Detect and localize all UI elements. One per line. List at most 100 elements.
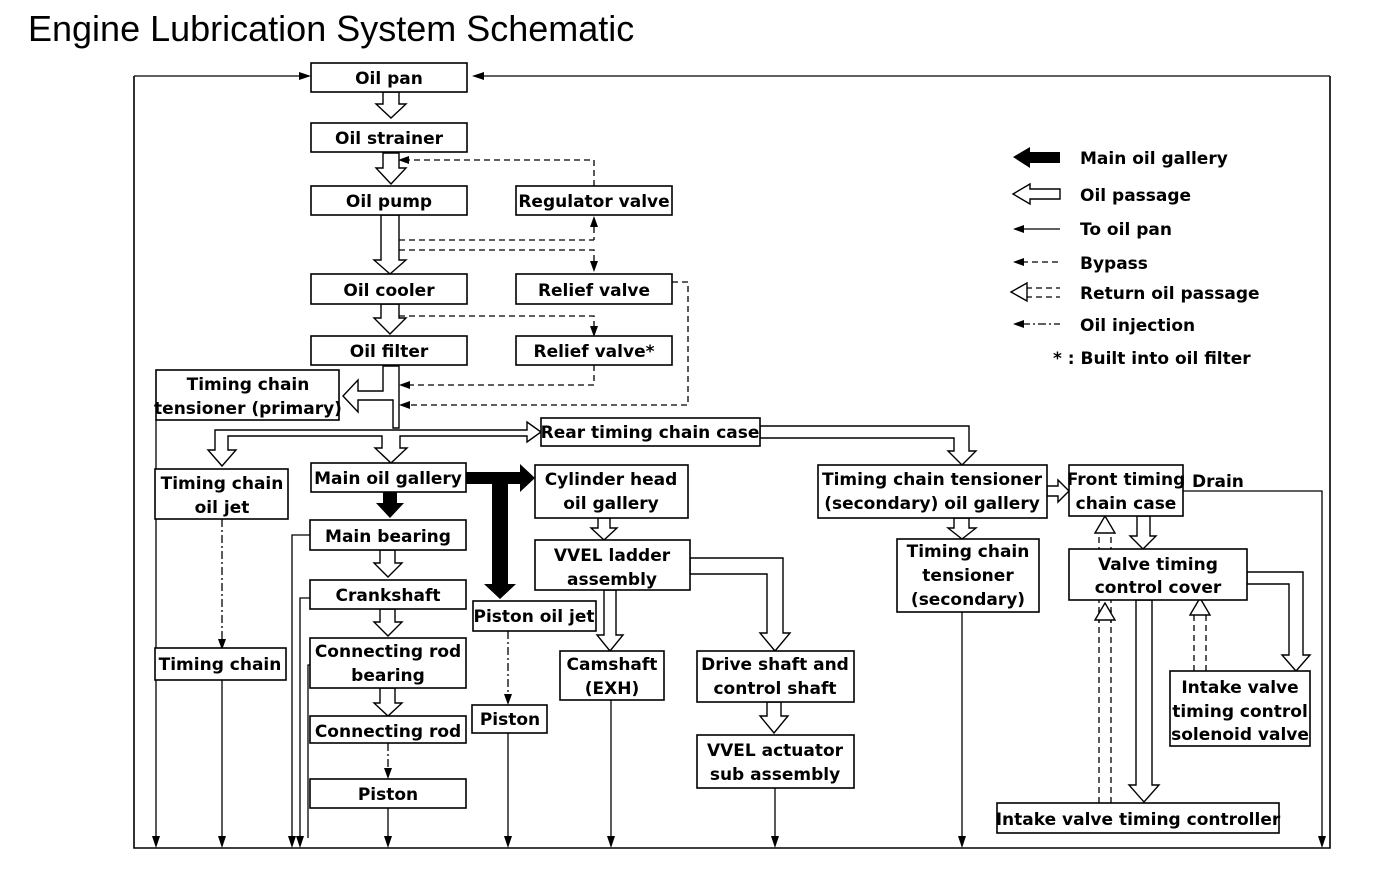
svg-text:control cover: control cover (1095, 578, 1222, 598)
to-oil-pan-legend-icon (1013, 225, 1024, 233)
svg-text:sub assembly: sub assembly (710, 765, 840, 785)
svg-text:Timing chain tensioner: Timing chain tensioner (822, 470, 1043, 490)
svg-text:Piston: Piston (358, 785, 418, 805)
main-oil-gallery-arrows (376, 464, 535, 599)
oil-injection-legend-icon (1013, 320, 1024, 328)
diagram-title: Engine Lubrication System Schematic (28, 8, 635, 49)
main-oil-gallery-legend-icon (1013, 147, 1060, 168)
cylinder-head-oil-gallery-box: Cylinder head oil gallery (534, 464, 689, 519)
crankshaft-box: Crankshaft (309, 579, 467, 610)
svg-text:Timing chain: Timing chain (161, 474, 284, 494)
svg-text:assembly: assembly (567, 570, 657, 590)
relief-valve-star-box: Relief valve* (515, 335, 673, 366)
components: Oil pan Oil strainer Oil pump Regulator … (154, 62, 1311, 834)
connecting-rod-box: Connecting rod (309, 715, 467, 744)
intake-valve-solenoid-box: Intake valve timing control solenoid val… (1169, 670, 1311, 747)
legend-oil-injection: Oil injection (1080, 316, 1195, 336)
svg-text:oil gallery: oil gallery (563, 494, 659, 514)
svg-text:Timing chain: Timing chain (187, 375, 310, 395)
relief-valve-box: Relief valve (515, 273, 673, 305)
timing-chain-tensioner-secondary-box: Timing chain tensioner (secondary) (896, 538, 1040, 613)
bypass-lines (398, 156, 689, 409)
piston-oil-jet-box: Piston oil jet (472, 600, 597, 632)
piston-right-box: Piston (471, 704, 548, 734)
oil-passage-legend-icon (1011, 182, 1061, 206)
svg-text:Connecting rod: Connecting rod (315, 722, 461, 742)
drain-label: Drain (1192, 472, 1244, 492)
svg-text:Crankshaft: Crankshaft (336, 586, 441, 606)
svg-text:timing control: timing control (1172, 702, 1308, 722)
svg-text:Intake valve timing controller: Intake valve timing controller (996, 810, 1281, 830)
svg-text:Oil filter: Oil filter (350, 342, 429, 362)
oil-passage-arrows (206, 91, 1312, 804)
intake-valve-timing-controller-box: Intake valve timing controller (996, 802, 1281, 834)
oil-strainer-box: Oil strainer (310, 122, 468, 153)
svg-text:Main bearing: Main bearing (325, 527, 451, 547)
oil-pump-box: Oil pump (310, 185, 468, 216)
vvel-ladder-assembly-box: VVEL ladder assembly (534, 539, 691, 591)
svg-text:bearing: bearing (351, 666, 425, 686)
svg-text:Rear timing chain case: Rear timing chain case (541, 423, 760, 443)
svg-text:Oil strainer: Oil strainer (335, 129, 444, 149)
timing-chain-box: Timing chain (154, 647, 287, 681)
camshaft-exh-box: Camshaft (EXH) (559, 650, 665, 701)
oil-cooler-box: Oil cooler (310, 273, 468, 305)
svg-text:Relief valve*: Relief valve* (533, 342, 654, 362)
svg-text:Cylinder head: Cylinder head (545, 470, 678, 490)
svg-text:Main oil gallery: Main oil gallery (314, 469, 462, 489)
svg-text:(EXH): (EXH) (585, 679, 640, 699)
svg-text:Piston: Piston (480, 710, 540, 730)
rear-timing-chain-case-box: Rear timing chain case (540, 417, 761, 447)
svg-text:Oil pump: Oil pump (346, 192, 432, 212)
svg-text:Valve timing: Valve timing (1098, 555, 1218, 575)
svg-text:Relief valve: Relief valve (538, 281, 650, 301)
svg-text:tensioner (primary): tensioner (primary) (154, 399, 342, 419)
svg-text:solenoid valve: solenoid valve (1171, 725, 1309, 745)
svg-text:control shaft: control shaft (713, 679, 836, 699)
legend-to-oil-pan: To oil pan (1080, 220, 1172, 240)
svg-text:chain case: chain case (1076, 494, 1177, 514)
legend-return-oil-passage: Return oil passage (1080, 284, 1260, 304)
timing-chain-oil-jet-box: Timing chain oil jet (154, 468, 289, 520)
oil-injection-lines (218, 519, 512, 779)
oil-pan-box: Oil pan (310, 62, 468, 93)
to-oil-pan-lines (152, 420, 1326, 848)
main-bearing-box: Main bearing (309, 519, 467, 551)
piston-left-box: Piston (309, 778, 467, 809)
oil-pan-label: Oil pan (355, 69, 423, 89)
svg-text:(secondary) oil gallery: (secondary) oil gallery (824, 494, 1040, 514)
svg-text:Oil cooler: Oil cooler (343, 281, 435, 301)
legend-bypass: Bypass (1080, 254, 1148, 274)
legend-main-oil-gallery: Main oil gallery (1080, 149, 1228, 169)
svg-text:oil jet: oil jet (195, 498, 250, 518)
vvel-actuator-box: VVEL actuator sub assembly (696, 734, 855, 789)
svg-text:Drive shaft and: Drive shaft and (701, 655, 849, 675)
svg-text:Timing chain: Timing chain (907, 542, 1030, 562)
legend-oil-passage: Oil passage (1080, 186, 1191, 206)
svg-text:Connecting rod: Connecting rod (315, 642, 461, 662)
svg-text:Front timing: Front timing (1067, 470, 1186, 490)
svg-text:VVEL actuator: VVEL actuator (707, 741, 844, 761)
svg-text:Intake valve: Intake valve (1181, 678, 1298, 698)
timing-chain-tensioner-primary-box: Timing chain tensioner (primary) (154, 369, 342, 421)
svg-text:(secondary): (secondary) (911, 590, 1025, 610)
outer-frame (133, 76, 1331, 849)
drive-shaft-control-shaft-box: Drive shaft and control shaft (696, 650, 855, 703)
svg-text:Camshaft: Camshaft (567, 655, 658, 675)
svg-text:Regulator valve: Regulator valve (518, 192, 669, 212)
connecting-rod-bearing-box: Connecting rod bearing (309, 637, 467, 689)
legend: Main oil gallery Oil passage To oil pan … (1009, 147, 1260, 369)
tensioner-secondary-oil-gallery-box: Timing chain tensioner (secondary) oil g… (817, 464, 1048, 519)
svg-text:Timing chain: Timing chain (159, 655, 282, 675)
legend-note: * : Built into oil filter (1053, 349, 1251, 369)
regulator-valve-box: Regulator valve (515, 185, 673, 216)
return-oil-legend-icon (1009, 281, 1028, 303)
main-oil-gallery-box: Main oil gallery (310, 462, 467, 493)
front-timing-chain-case-box: Front timing chain case (1067, 464, 1186, 517)
bypass-legend-icon (1013, 258, 1024, 266)
svg-text:VVEL ladder: VVEL ladder (554, 546, 671, 566)
valve-timing-control-cover-box: Valve timing control cover (1068, 548, 1248, 601)
svg-text:Piston oil jet: Piston oil jet (474, 607, 595, 627)
oil-filter-box: Oil filter (310, 335, 468, 366)
